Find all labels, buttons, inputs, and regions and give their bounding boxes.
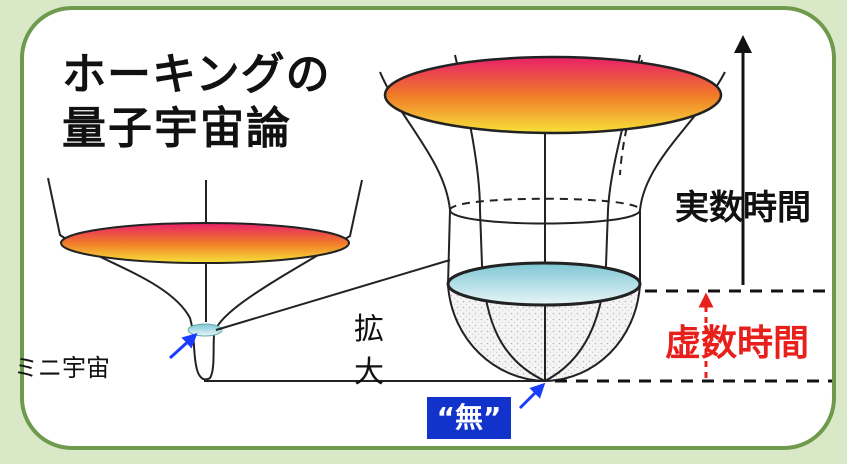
mini-universe-pointer [168, 332, 198, 360]
middle-ring-back [449, 197, 641, 211]
imaginary-time-label: 虚数時間 [665, 323, 810, 364]
title-line-2: 量子宇宙論 [62, 103, 292, 154]
real-time-label: 実数時間 [675, 188, 811, 228]
nothing-pointer [518, 382, 546, 410]
large-fire-surface [383, 55, 723, 135]
nothing-box: “無” [427, 397, 511, 439]
expansion-label-2: 大 [354, 355, 384, 390]
title-line-1: ホーキングの [62, 49, 331, 100]
expansion-label-1: 拡 [354, 312, 384, 347]
middle-ring-front [449, 209, 641, 225]
projection-line-top [215, 259, 451, 331]
small-fire-surface [60, 222, 350, 264]
mini-universe-label: ミニ宇宙 [14, 354, 110, 382]
boundary-surface [446, 261, 642, 307]
